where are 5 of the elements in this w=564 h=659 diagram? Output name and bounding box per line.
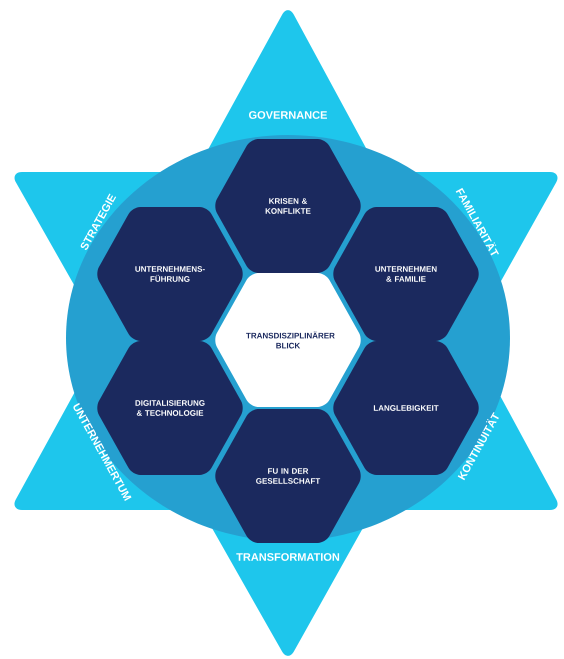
- hexagon: KRISEN & KONFLIKTE: [215, 139, 361, 273]
- hexagon: FU IN DER GESELLSCHAFT: [215, 409, 361, 543]
- axis-label: GOVERNANCE: [249, 111, 327, 119]
- hexagon: TRANSDISZIPLINÄRER BLICK: [215, 273, 361, 407]
- axis-label: TRANSFORMATION: [236, 553, 340, 561]
